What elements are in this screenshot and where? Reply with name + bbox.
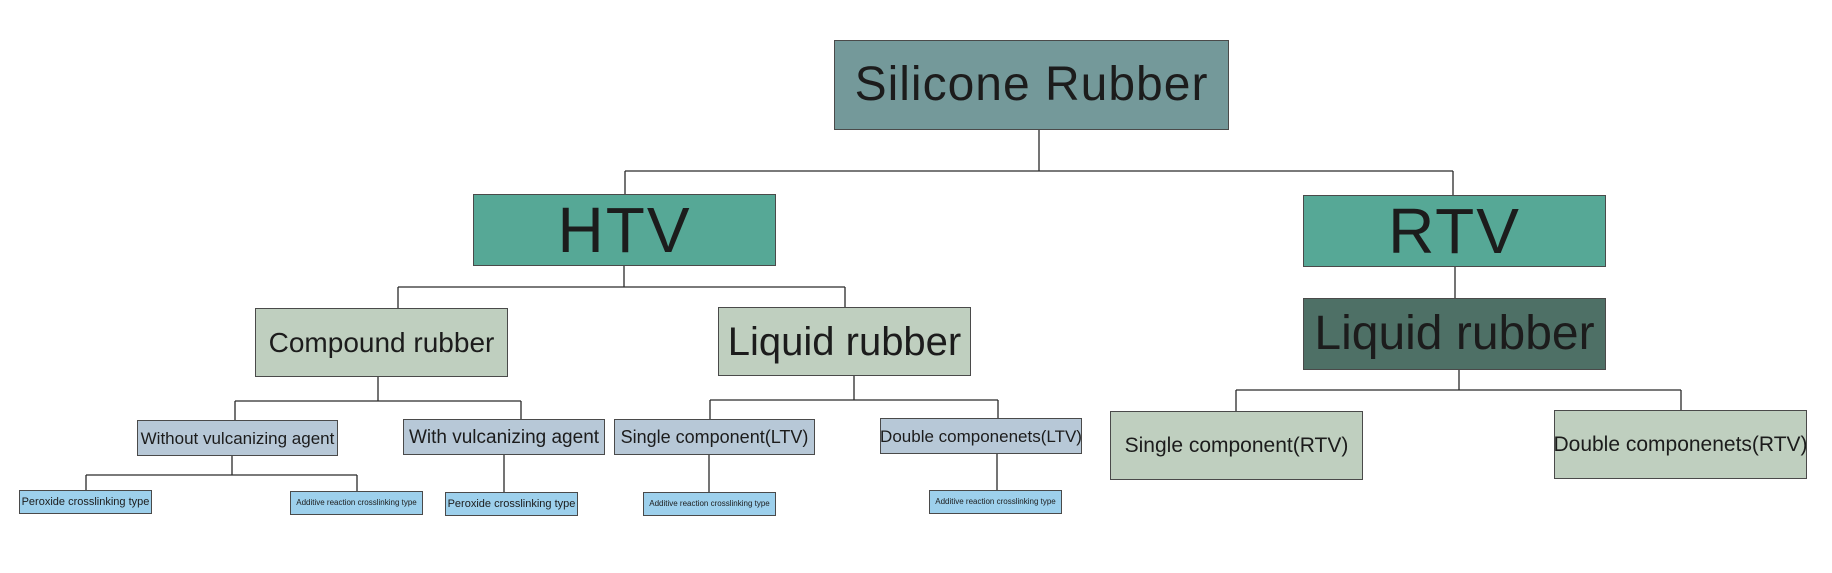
connector-without-agent: [85, 456, 358, 491]
connector-rtv-liquid: [1235, 370, 1682, 411]
node-without-vulcanizing-agent: Without vulcanizing agent: [137, 420, 338, 456]
node-double-components-rtv: Double componenets(RTV): [1554, 410, 1807, 479]
node-peroxide-crosslinking-1: Peroxide crosslinking type: [19, 490, 152, 514]
connector-htv: [397, 266, 846, 308]
node-compound-rubber: Compound rubber: [255, 308, 508, 377]
node-single-component-rtv: Single component(RTV): [1110, 411, 1363, 480]
node-rtv: RTV: [1303, 195, 1606, 267]
connector-root: [624, 130, 1454, 195]
connector-htv-liquid: [709, 376, 999, 419]
node-htv-liquid-rubber: Liquid rubber: [718, 307, 971, 376]
node-silicone-rubber: Silicone Rubber: [834, 40, 1229, 130]
node-additive-crosslinking-2: Additive reaction crosslinking type: [643, 492, 776, 516]
connector-compound: [234, 377, 522, 420]
node-single-component-ltv: Single component(LTV): [614, 419, 815, 455]
node-additive-crosslinking-3: Additive reaction crosslinking type: [929, 490, 1062, 514]
node-with-vulcanizing-agent: With vulcanizing agent: [403, 419, 605, 455]
node-rtv-liquid-rubber: Liquid rubber: [1303, 298, 1606, 370]
node-additive-crosslinking-1: Additive reaction crosslinking type: [290, 491, 423, 515]
node-htv: HTV: [473, 194, 776, 266]
node-peroxide-crosslinking-2: Peroxide crosslinking type: [445, 492, 578, 516]
node-double-components-ltv: Double componenets(LTV): [880, 418, 1082, 454]
